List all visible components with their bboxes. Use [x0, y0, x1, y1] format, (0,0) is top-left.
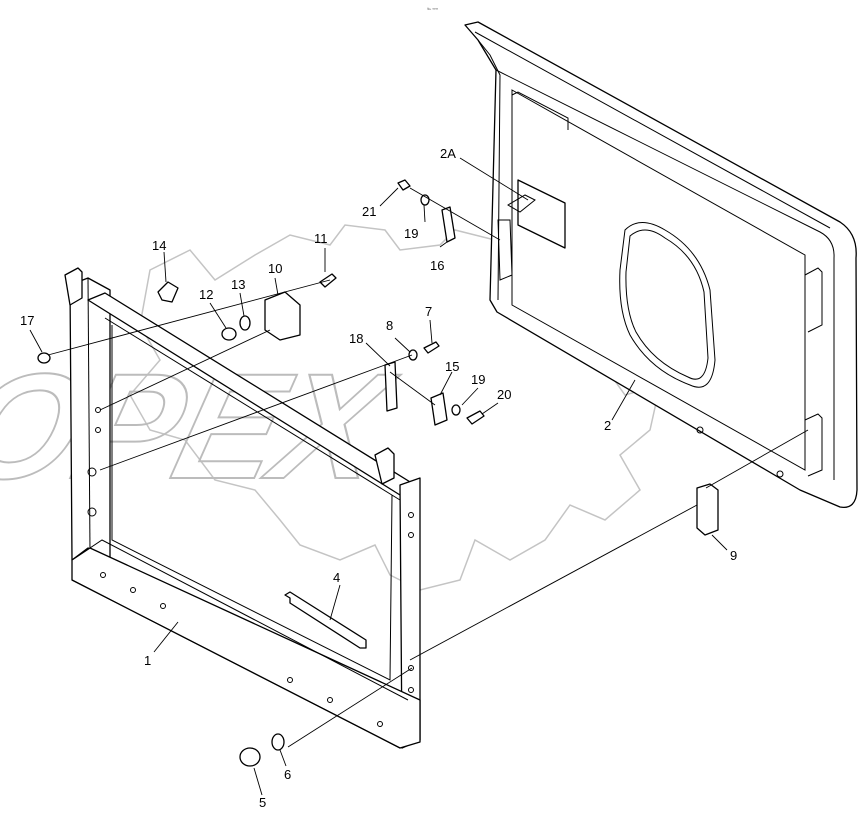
- callout-5: 5: [259, 795, 266, 810]
- callout-8: 8: [386, 318, 393, 333]
- callout-18: 18: [349, 331, 363, 346]
- rod-part-4: [284, 591, 367, 649]
- callout-10: 10: [268, 261, 282, 276]
- frame: [64, 267, 421, 749]
- callout-11: 11: [314, 231, 328, 246]
- callout-19-upper: 19: [404, 226, 418, 241]
- callout-12: 12: [199, 287, 213, 302]
- cover-oval-hole: [619, 222, 716, 388]
- corner-mark: ℡ ∞∞: [426, 6, 438, 11]
- callout-9: 9: [730, 548, 737, 563]
- callouts: 2A 21 19 16 11 14 10 13 12 17 7 8 18 15 …: [20, 146, 737, 810]
- callout-6: 6: [284, 767, 291, 782]
- callout-7: 7: [425, 304, 432, 319]
- callout-2: 2: [604, 418, 611, 433]
- callout-2A: 2A: [440, 146, 456, 161]
- callout-1: 1: [144, 653, 151, 668]
- callout-4: 4: [333, 570, 340, 585]
- callout-13: 13: [231, 277, 245, 292]
- callout-19-lower: 19: [471, 372, 485, 387]
- callout-15: 15: [445, 359, 459, 374]
- leader-lines: [29, 157, 809, 796]
- callout-14: 14: [152, 238, 166, 253]
- callout-21: 21: [362, 204, 376, 219]
- panel-cover: [464, 21, 858, 509]
- callout-16: 16: [430, 258, 444, 273]
- block-part-9: [696, 483, 719, 536]
- fasteners: [37, 179, 719, 767]
- callout-20: 20: [497, 387, 511, 402]
- callout-17: 17: [20, 313, 34, 328]
- watermark-gear: [129, 224, 662, 591]
